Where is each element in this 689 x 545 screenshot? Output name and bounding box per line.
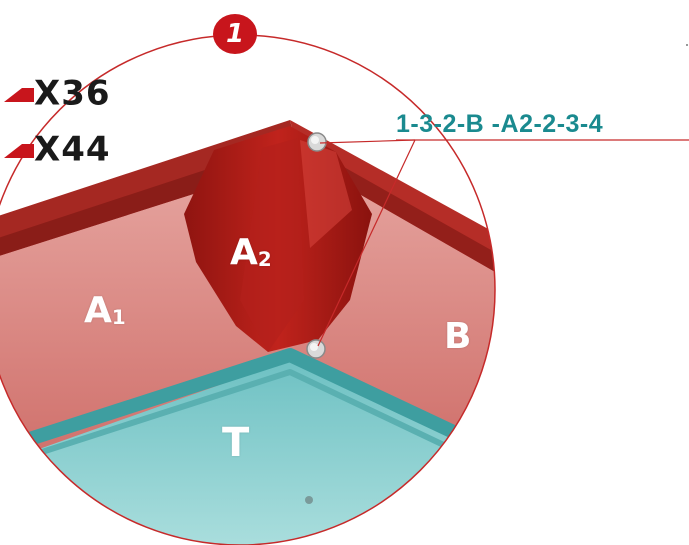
pool-rim: [0, 348, 495, 475]
part-label-b: B: [444, 316, 472, 357]
part-label-a2: A2: [230, 232, 272, 273]
assembly-sequence-label: 1-3-2-B -A2-2-3-4: [396, 110, 604, 138]
model-label-x44: X44: [34, 129, 111, 170]
bolt-icon: [306, 339, 326, 359]
model-label-x36: X36: [34, 73, 111, 114]
step-number: 1: [225, 19, 245, 49]
part-label-t: T: [222, 420, 250, 466]
step-badge: [213, 14, 257, 54]
bolt-icon: [307, 132, 327, 152]
red-flag-icon: [4, 88, 34, 102]
part-label-a1: A1: [84, 290, 126, 331]
leader-lines: [317, 139, 689, 347]
red-flag-icon: [4, 144, 34, 158]
